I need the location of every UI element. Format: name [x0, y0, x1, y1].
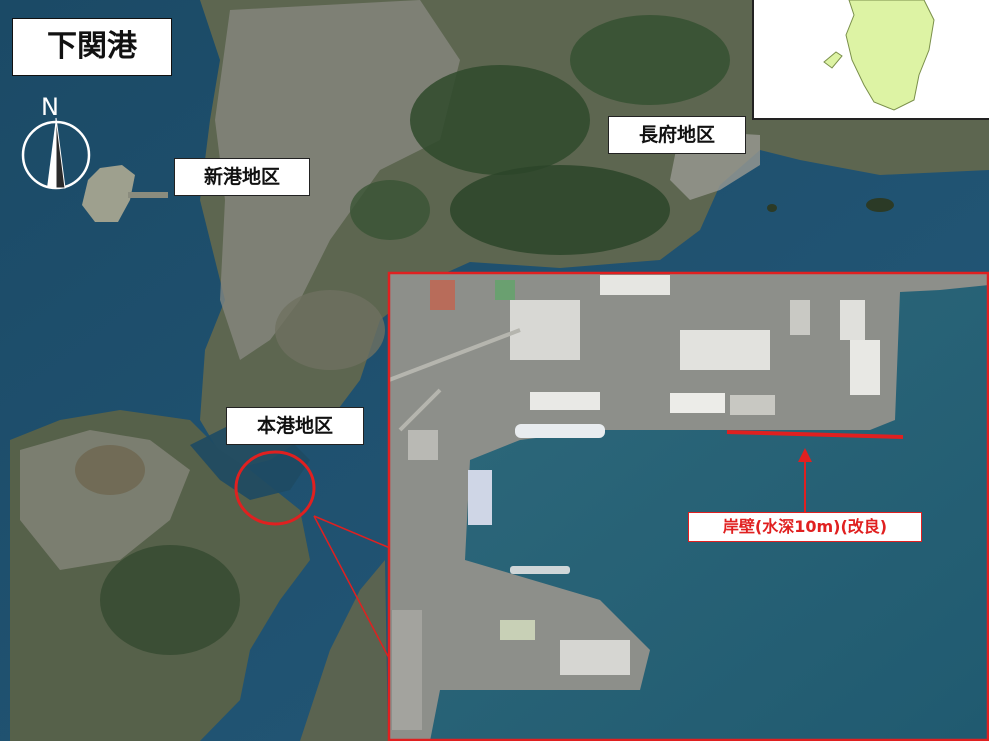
zoom-connector-line	[313, 515, 391, 661]
forest-hill	[570, 15, 730, 105]
forest-hill	[410, 65, 590, 175]
land-kyushu	[300, 560, 388, 741]
district-label-shinko: 新港地区	[174, 158, 310, 196]
building	[495, 280, 515, 300]
building	[790, 300, 810, 335]
shinko-island	[82, 165, 135, 222]
building	[560, 640, 630, 675]
breakwater	[128, 192, 168, 198]
urban-area	[20, 430, 190, 570]
building	[392, 610, 422, 730]
ship	[515, 424, 605, 438]
forest-hill	[100, 545, 240, 655]
building	[670, 393, 725, 413]
arrow-up-icon	[798, 448, 812, 462]
building	[500, 620, 535, 640]
district-label-honko: 本港地区	[226, 407, 364, 445]
kyushu-outline	[823, 0, 935, 111]
zoom-connector-line	[313, 515, 391, 549]
building	[680, 330, 770, 370]
ship	[510, 566, 570, 574]
zoom-inset	[387, 271, 989, 741]
urban-area	[215, 0, 460, 360]
building	[850, 340, 880, 395]
building	[730, 395, 775, 415]
forest-hill	[75, 445, 145, 495]
building	[510, 300, 580, 360]
forest-hill	[450, 165, 670, 255]
district-label-chofu: 長府地区	[608, 116, 746, 154]
small-island	[866, 198, 894, 212]
building	[430, 280, 455, 310]
building	[840, 300, 865, 340]
building	[468, 470, 492, 525]
locator-inset-map	[752, 0, 989, 120]
honko-highlight-circle	[234, 450, 316, 526]
building	[600, 275, 670, 295]
berth-label: 岸壁(水深10m)(改良)	[688, 512, 922, 542]
forest-hill	[350, 180, 430, 240]
port-title: 下関港	[12, 18, 172, 76]
compass-north-icon	[21, 117, 91, 190]
urban-area	[275, 290, 385, 370]
building	[408, 430, 438, 460]
berth-highlight-line	[726, 430, 904, 439]
small-island	[767, 204, 777, 212]
north-label: N	[41, 93, 59, 121]
building	[530, 392, 600, 410]
